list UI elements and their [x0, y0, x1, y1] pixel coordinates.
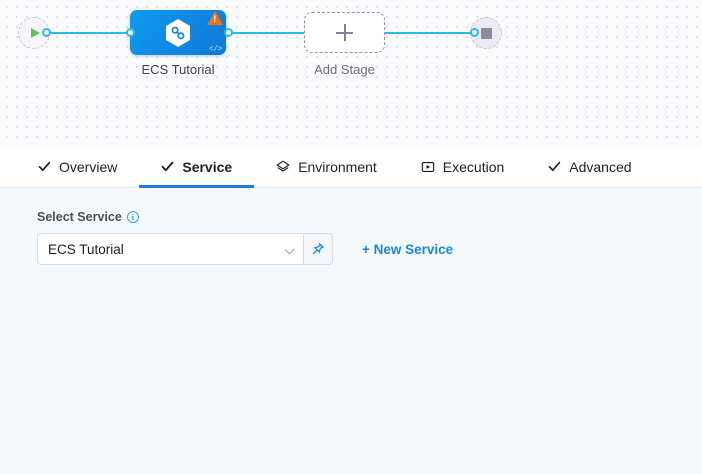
new-service-link[interactable]: + New Service: [362, 241, 454, 257]
play-icon: [31, 28, 40, 38]
field-label-text: Select Service: [37, 210, 122, 224]
check-icon: [38, 160, 51, 173]
tab-overview[interactable]: Overview: [16, 146, 139, 187]
stage-label-ecs-tutorial: ECS Tutorial: [141, 62, 215, 77]
plus-icon: [336, 24, 353, 41]
tab-label: Service: [182, 158, 233, 175]
add-stage-button[interactable]: [304, 12, 385, 53]
pipeline-edge: [228, 32, 304, 34]
stop-icon: [480, 27, 492, 39]
add-stage-label: Add Stage: [314, 62, 375, 77]
tab-service[interactable]: Service: [139, 146, 255, 188]
chevron-down-icon: [284, 244, 295, 255]
pin-button[interactable]: [304, 233, 333, 265]
connector-port[interactable]: [470, 28, 479, 37]
connector-port[interactable]: [224, 28, 233, 37]
pipeline-edge: [46, 32, 130, 34]
check-icon: [161, 160, 174, 173]
warning-triangle-icon: [207, 11, 223, 25]
stage-tab-bar: Overview Service Environment Execution A…: [0, 146, 702, 188]
layers-icon: [276, 160, 290, 174]
pipeline-canvas[interactable]: </> ECS Tutorial Add Stage: [0, 0, 702, 146]
connector-port[interactable]: [126, 28, 135, 37]
tab-label: Execution: [442, 158, 505, 175]
pipeline-end-node[interactable]: [470, 17, 502, 49]
tab-execution[interactable]: Execution: [399, 146, 526, 187]
tab-label: Overview: [59, 158, 118, 175]
pipeline-edge: [385, 32, 474, 34]
tab-advanced[interactable]: Advanced: [526, 146, 653, 187]
info-icon[interactable]: i: [126, 211, 139, 223]
stage-node-ecs-tutorial[interactable]: </>: [130, 10, 226, 55]
pin-icon: [312, 243, 324, 255]
service-select-value: ECS Tutorial: [48, 241, 124, 257]
check-icon: [548, 160, 561, 173]
service-tab-panel: Select Service i ECS Tutorial + New Serv…: [0, 188, 702, 474]
tab-environment[interactable]: Environment: [254, 146, 399, 187]
select-service-row: ECS Tutorial + New Service: [37, 233, 702, 265]
play-box-icon: [421, 160, 435, 174]
select-service-label: Select Service i: [37, 210, 702, 224]
service-select[interactable]: ECS Tutorial: [37, 233, 304, 265]
code-badge-icon: </>: [208, 45, 223, 54]
tab-label: Environment: [298, 158, 377, 175]
harness-hexagon-icon: [166, 18, 190, 47]
connector-port[interactable]: [42, 28, 51, 37]
tab-label: Advanced: [569, 158, 632, 175]
